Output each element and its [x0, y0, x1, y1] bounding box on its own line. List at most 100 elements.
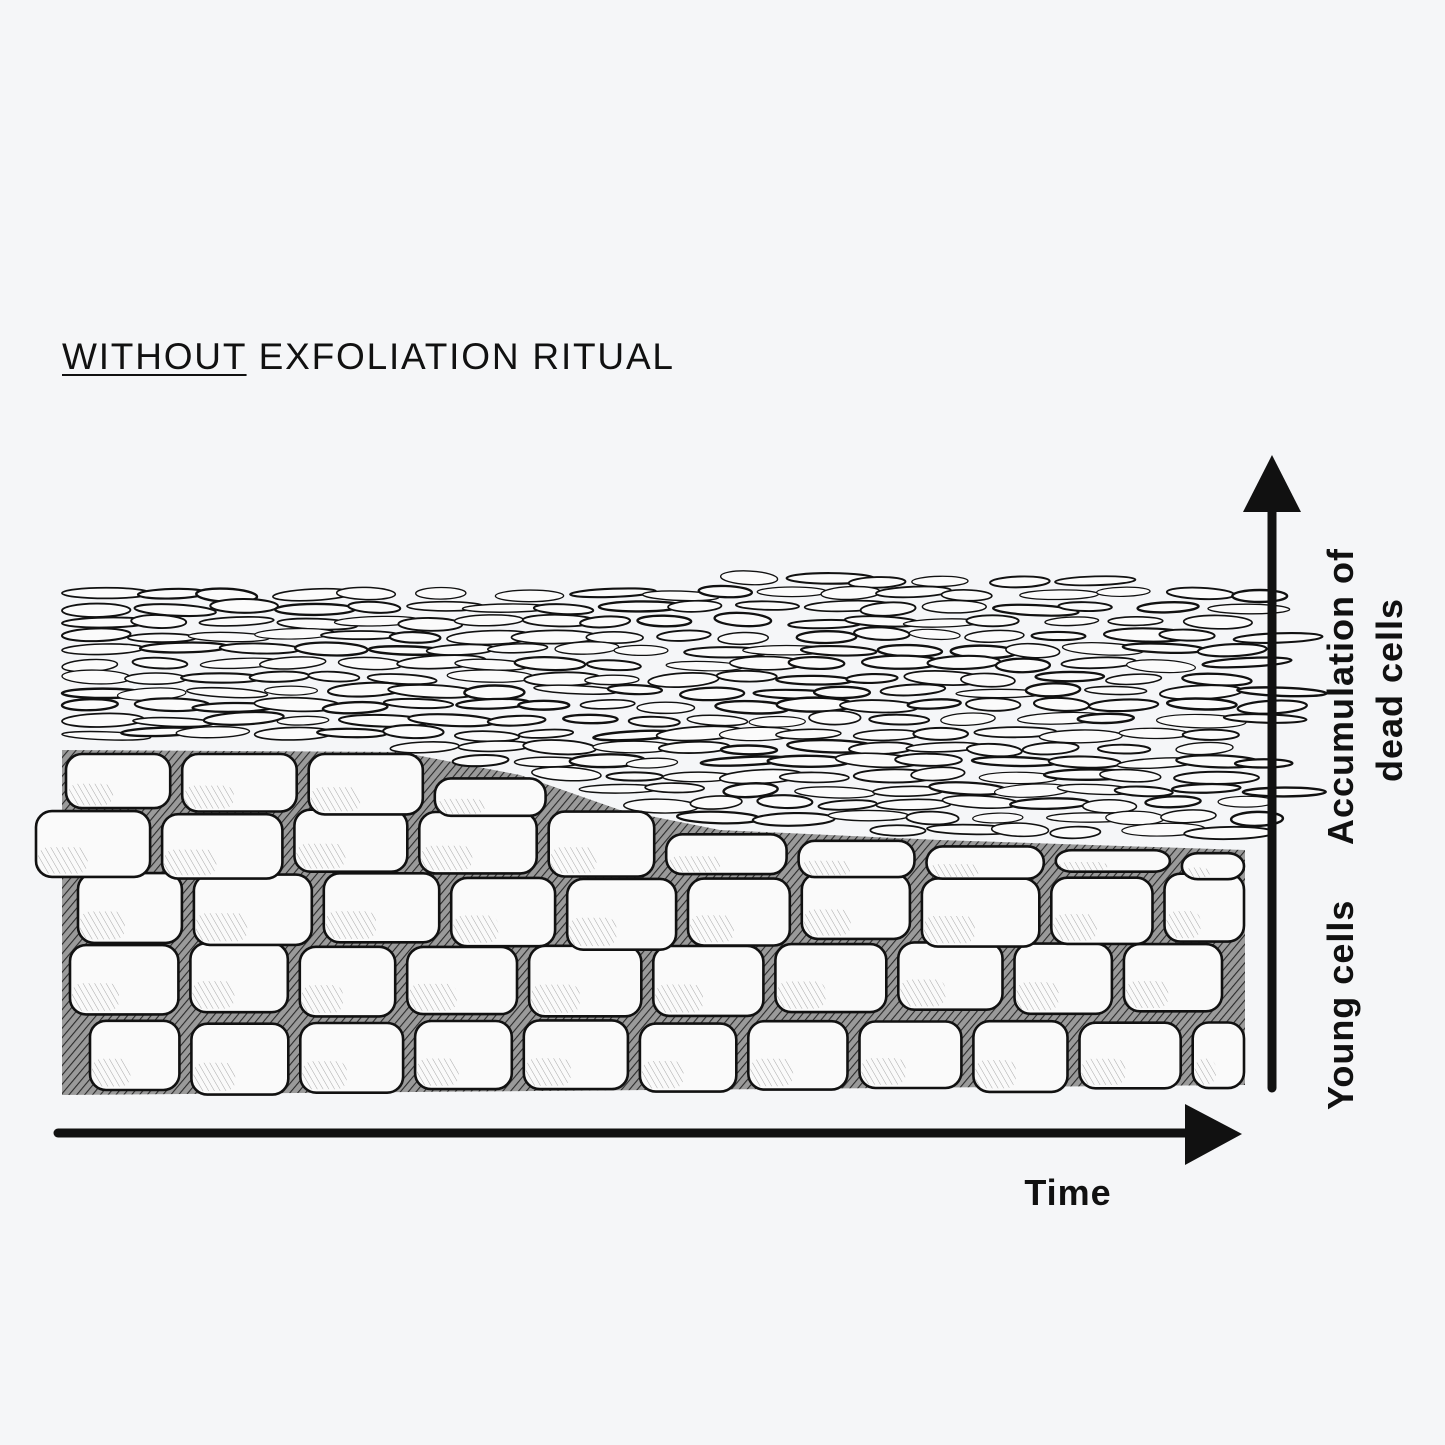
dead-cell-flake — [517, 699, 571, 711]
dead-cell-flake — [259, 656, 327, 670]
dead-cell-flake — [494, 589, 565, 603]
dead-cell-flake — [321, 700, 389, 715]
dead-cell-flake — [965, 614, 1020, 628]
dead-cell-flake — [453, 614, 524, 627]
dead-cell-flake — [1096, 743, 1152, 755]
dead-cell-flake — [605, 771, 664, 782]
dead-cell-flake — [131, 656, 189, 670]
young-cell-shading — [1053, 914, 1097, 941]
young-cell-shading — [655, 984, 703, 1013]
dead-cell-flake — [644, 782, 705, 794]
dead-cell-flake — [1158, 628, 1216, 642]
dead-cell-flake — [1165, 697, 1238, 711]
young-cell-shading — [550, 847, 597, 874]
dead-cell-flake — [869, 824, 927, 837]
y-axis-label-middle: dead cells — [1369, 598, 1410, 782]
dead-cell-flake — [627, 715, 681, 728]
young-cell-layer — [34, 752, 1246, 1096]
dead-cell-flake — [61, 643, 145, 656]
young-cell-shading — [68, 783, 114, 806]
dead-cell-flake — [794, 786, 876, 799]
young-cell-shading — [72, 983, 119, 1011]
dead-cell-flake — [656, 629, 712, 642]
dead-cell-flake — [1107, 615, 1164, 627]
dead-cell-flake — [636, 614, 693, 628]
dead-cell-flake — [751, 811, 836, 827]
dead-cell-flake — [940, 712, 996, 727]
dead-cell-flake — [1241, 786, 1327, 798]
dead-cell-flake — [415, 586, 467, 600]
dead-cell-flake — [517, 728, 575, 739]
dead-cell-flake — [686, 714, 749, 727]
dead-cell-flake — [1165, 586, 1236, 601]
dead-cell-flake — [61, 586, 152, 600]
dead-cell-flake — [175, 725, 251, 739]
dead-cell-flake — [748, 715, 806, 728]
title-emphasis: WITHOUT — [62, 336, 247, 377]
dead-cell-flake — [1126, 659, 1196, 674]
dead-cell-flake — [906, 698, 962, 710]
dead-cell-flake — [273, 602, 357, 617]
young-cell-shading — [453, 915, 499, 943]
dead-cell-flake — [787, 655, 846, 671]
title-rest: EXFOLIATION RITUAL — [246, 336, 675, 377]
dead-cell-flake — [531, 766, 602, 782]
dead-cell-flake — [132, 716, 215, 728]
dead-cell-flake — [778, 771, 850, 784]
dead-cell-flake — [1060, 656, 1138, 670]
dead-cell-flake — [847, 576, 907, 589]
dead-cell-flake — [61, 602, 132, 618]
dead-cell-flake — [186, 686, 269, 699]
dead-cell-flake — [1118, 727, 1190, 740]
dead-cell-flake — [248, 670, 311, 683]
dead-cell-flake — [894, 752, 963, 767]
young-cell-shading — [525, 1058, 571, 1086]
dead-cell-flake — [486, 714, 547, 727]
dead-cell-flake — [1047, 755, 1122, 769]
dead-cell-flake — [202, 710, 285, 726]
dead-cell-flake — [657, 740, 731, 754]
dead-cell-flake — [965, 742, 1023, 758]
dead-cell-flake — [1019, 589, 1100, 601]
dead-cell-flake — [676, 810, 762, 825]
young-cell-shading — [1183, 867, 1210, 878]
dead-cell-flake — [209, 597, 279, 614]
y-axis-label-base: Young cells — [1320, 900, 1361, 1110]
dead-cell-flake — [1236, 686, 1328, 698]
young-cell-shading — [310, 787, 361, 812]
dead-cell-flake — [1024, 682, 1082, 698]
young-cell-shading — [302, 1061, 347, 1090]
dead-cell-flake — [126, 632, 198, 643]
dead-cell-flake — [320, 630, 401, 641]
dead-cell-flake — [717, 631, 770, 646]
dead-cell-flake — [905, 810, 960, 826]
dead-cell-flake — [382, 697, 455, 710]
dead-cell-flake — [679, 686, 746, 702]
dead-cell-flake — [1217, 795, 1275, 808]
dead-cell-flake — [972, 812, 1024, 824]
dead-cell-flake — [993, 783, 1072, 798]
dead-cell-flake — [486, 643, 549, 654]
dead-cell-flake — [722, 782, 779, 799]
dead-cell-flake — [585, 659, 642, 672]
dead-cell-flake — [198, 616, 275, 627]
dead-cell-flake — [719, 570, 779, 586]
dead-cell-flake — [820, 585, 881, 601]
dead-cell-flake — [1170, 782, 1242, 794]
young-cell-shading — [409, 983, 457, 1011]
young-cell-shading — [192, 981, 235, 1009]
dead-cell-flake — [1144, 795, 1202, 809]
dead-cell-flake — [397, 617, 464, 632]
dead-cell-flake — [795, 630, 858, 645]
dead-cell-flake — [451, 753, 510, 768]
dead-cell-flake — [61, 712, 145, 728]
dead-cell-flake — [585, 630, 644, 645]
dead-cell-flake — [989, 575, 1051, 589]
dead-cell-flake — [124, 672, 188, 685]
young-cell-shading — [641, 1061, 684, 1089]
accumulation-axis — [1243, 455, 1301, 1093]
young-cell-shading — [193, 1062, 236, 1091]
dead-cell-flake — [839, 699, 919, 714]
dead-cell-flake — [910, 766, 966, 782]
dead-cell-flake — [911, 575, 969, 588]
